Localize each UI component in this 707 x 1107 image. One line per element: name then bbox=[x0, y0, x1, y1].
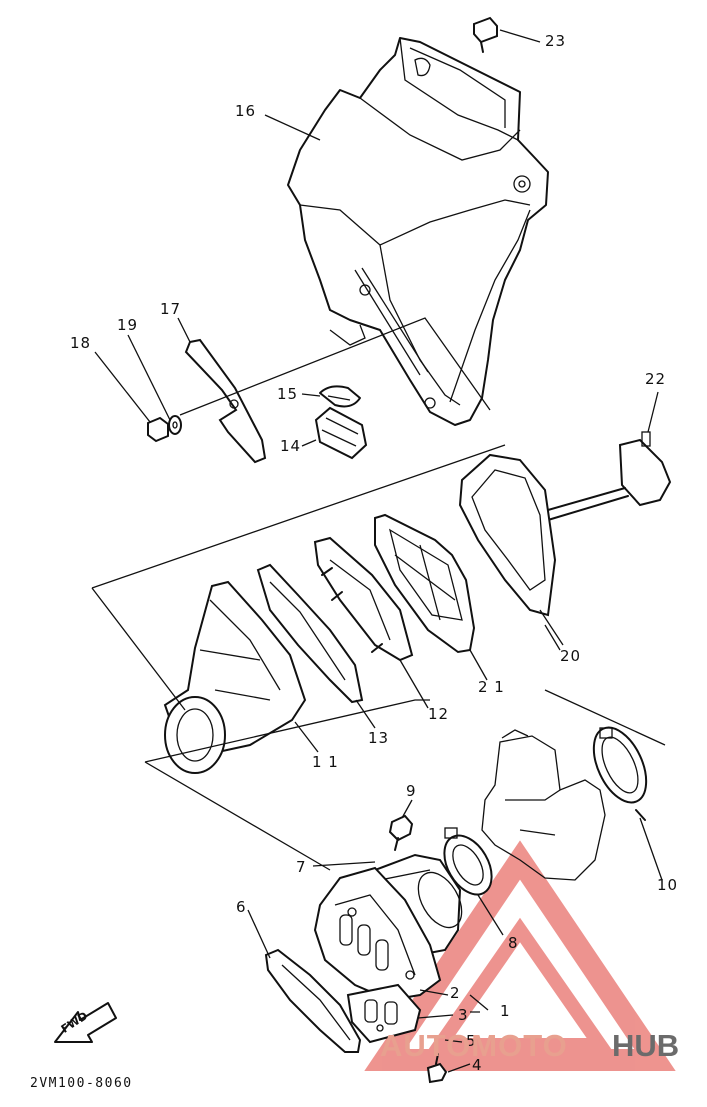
callout-5: 5 bbox=[466, 1032, 477, 1050]
watermark-word-hub: HUB bbox=[612, 1028, 680, 1063]
callout-2: 2 bbox=[450, 984, 461, 1002]
drawing-code: 2VM100-8060 bbox=[30, 1076, 133, 1091]
callout-23: 23 bbox=[545, 32, 567, 50]
reed-stopper-3 bbox=[346, 983, 422, 1044]
callout-17: 17 bbox=[160, 300, 182, 318]
watermark-triangle-logo bbox=[364, 840, 676, 1071]
filter-guide-21 bbox=[374, 513, 476, 654]
callout-12: 12 bbox=[428, 705, 450, 723]
breather-22 bbox=[544, 431, 672, 523]
reed-plate-12 bbox=[313, 536, 414, 662]
assembly-line-lower bbox=[144, 689, 666, 871]
callout-21: 2 1 bbox=[478, 678, 505, 696]
callout-6: 6 bbox=[236, 898, 247, 916]
callout-14: 14 bbox=[280, 437, 302, 455]
callout-20: 20 bbox=[560, 647, 582, 665]
callout-18: 18 bbox=[70, 334, 92, 352]
callout-19: 19 bbox=[117, 316, 139, 334]
carburetor-outline bbox=[481, 729, 606, 881]
callout-22: 22 bbox=[645, 370, 667, 388]
callout-9: 9 bbox=[406, 782, 417, 800]
callout-13: 13 bbox=[368, 729, 390, 747]
bracket-17 bbox=[184, 338, 267, 464]
assembly-line-upper bbox=[179, 317, 491, 416]
callout-11: 1 1 bbox=[312, 753, 339, 771]
callout-3: 3 bbox=[458, 1006, 469, 1024]
leader-lines bbox=[94, 29, 663, 1073]
assembly-line-middle bbox=[91, 444, 561, 711]
clamp-15 bbox=[319, 385, 361, 408]
grommet-14 bbox=[314, 406, 368, 460]
gasket-13 bbox=[256, 563, 364, 704]
fwd-arrow-icon bbox=[54, 1002, 117, 1043]
bolt-23 bbox=[473, 16, 498, 53]
screw-4 bbox=[426, 1053, 448, 1084]
callout-15: 15 bbox=[277, 385, 299, 403]
clamp-10 bbox=[592, 726, 648, 821]
bolt-9 bbox=[388, 814, 414, 851]
gasket-6 bbox=[264, 948, 362, 1053]
filter-element-20 bbox=[458, 453, 557, 617]
watermark-word-automoto: AUTOMOTO bbox=[380, 1028, 568, 1063]
washer-19 bbox=[168, 415, 182, 435]
callout-4: 4 bbox=[472, 1056, 483, 1074]
callout-16: 16 bbox=[235, 102, 257, 120]
callout-10: 10 bbox=[657, 876, 679, 894]
nut-18 bbox=[147, 416, 169, 443]
callout-7: 7 bbox=[296, 858, 307, 876]
callout-8: 8 bbox=[508, 934, 519, 952]
callout-1: 1 bbox=[500, 1002, 511, 1020]
air-filter-case-16 bbox=[287, 37, 549, 426]
